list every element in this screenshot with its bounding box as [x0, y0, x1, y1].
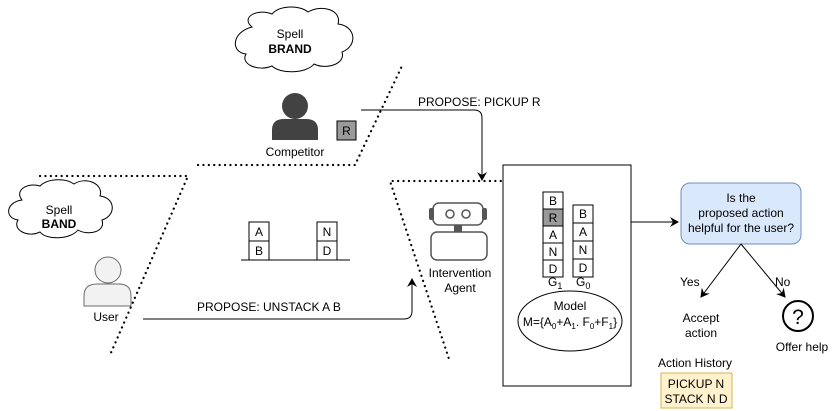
action-history-item: PICKUP N	[668, 377, 724, 391]
competitor-held-block-label: R	[342, 124, 351, 138]
user-proposal-text: PROPOSE: UNSTACK A B	[197, 300, 341, 314]
agent-label-line2: Agent	[444, 281, 476, 295]
svg-text:?: ?	[792, 306, 804, 329]
block-stack-nd: N D	[316, 221, 338, 261]
no-label: No	[775, 275, 791, 289]
model-formula: M={A0+A1. F0+F1}	[523, 315, 617, 331]
offer-help-label: Offer help	[776, 340, 829, 354]
svg-text:B: B	[549, 194, 557, 208]
no-branch-arrow	[740, 243, 786, 298]
svg-text:A: A	[549, 228, 557, 242]
user-thought-cloud: Spell BAND	[8, 179, 113, 239]
question-icon: ?	[782, 300, 814, 332]
blocks-world-table: A B N D	[241, 221, 350, 261]
svg-text:D: D	[323, 244, 332, 258]
model-ellipse	[517, 290, 623, 352]
decision-line1: Is the	[726, 191, 756, 205]
action-history-box	[660, 372, 733, 409]
svg-text:A: A	[255, 225, 263, 239]
svg-text:N: N	[579, 243, 588, 257]
competitor-thought-word: Spell	[277, 27, 304, 41]
yes-label: Yes	[680, 275, 700, 289]
decision-line3: helpful for the user?	[688, 221, 794, 235]
svg-text:R: R	[549, 211, 558, 225]
accept-action-line1: Accept	[683, 311, 720, 325]
agent-label-line1: Intervention	[429, 266, 492, 280]
model-title: Model	[554, 299, 587, 313]
user-goal-word: BAND	[42, 217, 77, 231]
competitor-proposal-text: PROPOSE: PICKUP R	[418, 95, 541, 109]
competitor-thought-cloud: Spell BRAND	[235, 6, 354, 73]
competitor-label: Competitor	[266, 145, 325, 159]
svg-text:B: B	[255, 244, 263, 258]
goal-stack-g1: B R A N D	[542, 191, 564, 278]
svg-text:A: A	[579, 225, 587, 239]
action-history-title: Action History	[658, 356, 732, 370]
user-thought-word: Spell	[46, 203, 73, 217]
competitor-person-icon	[272, 93, 318, 140]
block-stack-ab: A B	[248, 221, 270, 261]
goal-stack-g0: B A N D	[572, 204, 594, 278]
user-proposal-arrow	[143, 278, 417, 320]
user-zone-boundary	[38, 174, 190, 357]
svg-text:N: N	[323, 225, 332, 239]
agent-zone-boundary	[388, 179, 519, 364]
svg-text:D: D	[549, 262, 558, 276]
decision-line2: proposed action	[698, 206, 783, 220]
svg-text:B: B	[579, 207, 587, 221]
competitor-goal-word: BRAND	[268, 42, 312, 56]
action-history-item: STACK N D	[664, 392, 727, 406]
goal-g1-label: G1	[548, 275, 562, 291]
svg-text:N: N	[549, 245, 558, 259]
yes-branch-arrow	[700, 243, 742, 298]
competitor-zone-boundary	[196, 64, 404, 167]
goal-g0-label: G0	[576, 275, 590, 291]
robot-icon	[429, 202, 488, 261]
accept-action-line2: action	[685, 326, 717, 340]
competitor-proposal-arrow	[361, 109, 487, 181]
competitor-held-block	[336, 120, 357, 141]
agent-knowledge-panel	[502, 164, 632, 387]
user-person-icon	[83, 256, 132, 307]
svg-text:D: D	[579, 261, 588, 275]
user-label: User	[93, 310, 118, 324]
